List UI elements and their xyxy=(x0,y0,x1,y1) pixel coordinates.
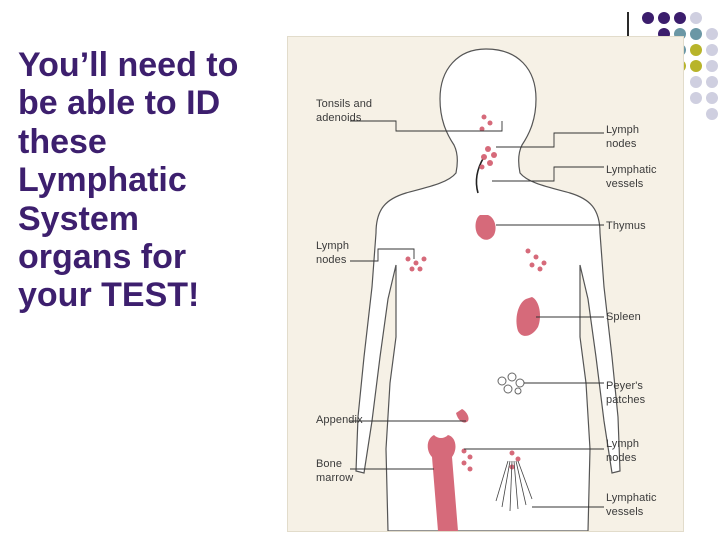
decorative-dot xyxy=(706,60,718,72)
decorative-dot xyxy=(690,92,702,104)
decorative-dot xyxy=(690,60,702,72)
peyers-patches-cluster xyxy=(497,372,525,395)
decorative-dot xyxy=(642,12,654,24)
label-lymph-nodes-axilla: Lymph nodes xyxy=(316,240,350,266)
decorative-dot xyxy=(706,28,718,40)
label-lymphatic-vessels-upper: Lymphatic vessels xyxy=(606,164,657,190)
groin-lymph-node-cluster xyxy=(461,448,521,472)
label-bone-marrow: Bone marrow xyxy=(316,458,354,484)
headline-line-1: You’ll need to xyxy=(18,46,239,84)
label-appendix: Appendix xyxy=(316,414,363,426)
body-silhouette xyxy=(355,48,621,531)
body-illustration xyxy=(350,48,621,531)
headline-line-4: Lymphatic xyxy=(18,161,187,200)
lower-lymphatic-vessel-network xyxy=(495,460,533,512)
slide-headline: You’ll need to be able to ID these Lymph… xyxy=(18,46,288,315)
spleen-organ xyxy=(516,297,540,336)
decorative-dot xyxy=(690,28,702,40)
headline-line-5: System xyxy=(18,199,139,238)
decorative-dot xyxy=(706,44,718,56)
decorative-dot xyxy=(690,44,702,56)
label-lymphatic-vessels-lower: Lymphatic vessels xyxy=(606,492,657,518)
decorative-dot xyxy=(706,108,718,120)
axillary-lymph-node-cluster xyxy=(405,248,547,272)
neck-lymph-node-cluster xyxy=(479,114,497,170)
headline-line-2: be able to ID xyxy=(18,84,221,123)
lymphatic-system-diagram: Tonsils and adenoids Lymph nodes Lymphat… xyxy=(287,36,684,532)
label-thymus: Thymus xyxy=(606,220,646,232)
decorative-dot xyxy=(706,92,718,104)
label-peyers-patches: Peyer's patches xyxy=(606,380,646,406)
decorative-dot xyxy=(690,12,702,24)
label-lymph-nodes-groin: Lymph nodes xyxy=(606,438,640,464)
label-lymph-nodes-neck: Lymph nodes xyxy=(606,124,640,150)
label-tonsils: Tonsils and adenoids xyxy=(316,98,373,124)
thymus-organ xyxy=(475,215,496,240)
decorative-dot xyxy=(706,76,718,88)
headline-line-6: organs for xyxy=(18,238,187,277)
decorative-dot xyxy=(674,12,686,24)
label-leader-lines xyxy=(350,120,604,508)
bone-marrow-organ xyxy=(427,435,458,531)
appendix-organ xyxy=(456,409,469,423)
label-spleen: Spleen xyxy=(606,311,641,323)
headline-line-7: your TEST! xyxy=(18,276,200,315)
decorative-dot xyxy=(690,76,702,88)
decorative-dot xyxy=(658,12,670,24)
headline-line-3: these xyxy=(18,122,107,161)
